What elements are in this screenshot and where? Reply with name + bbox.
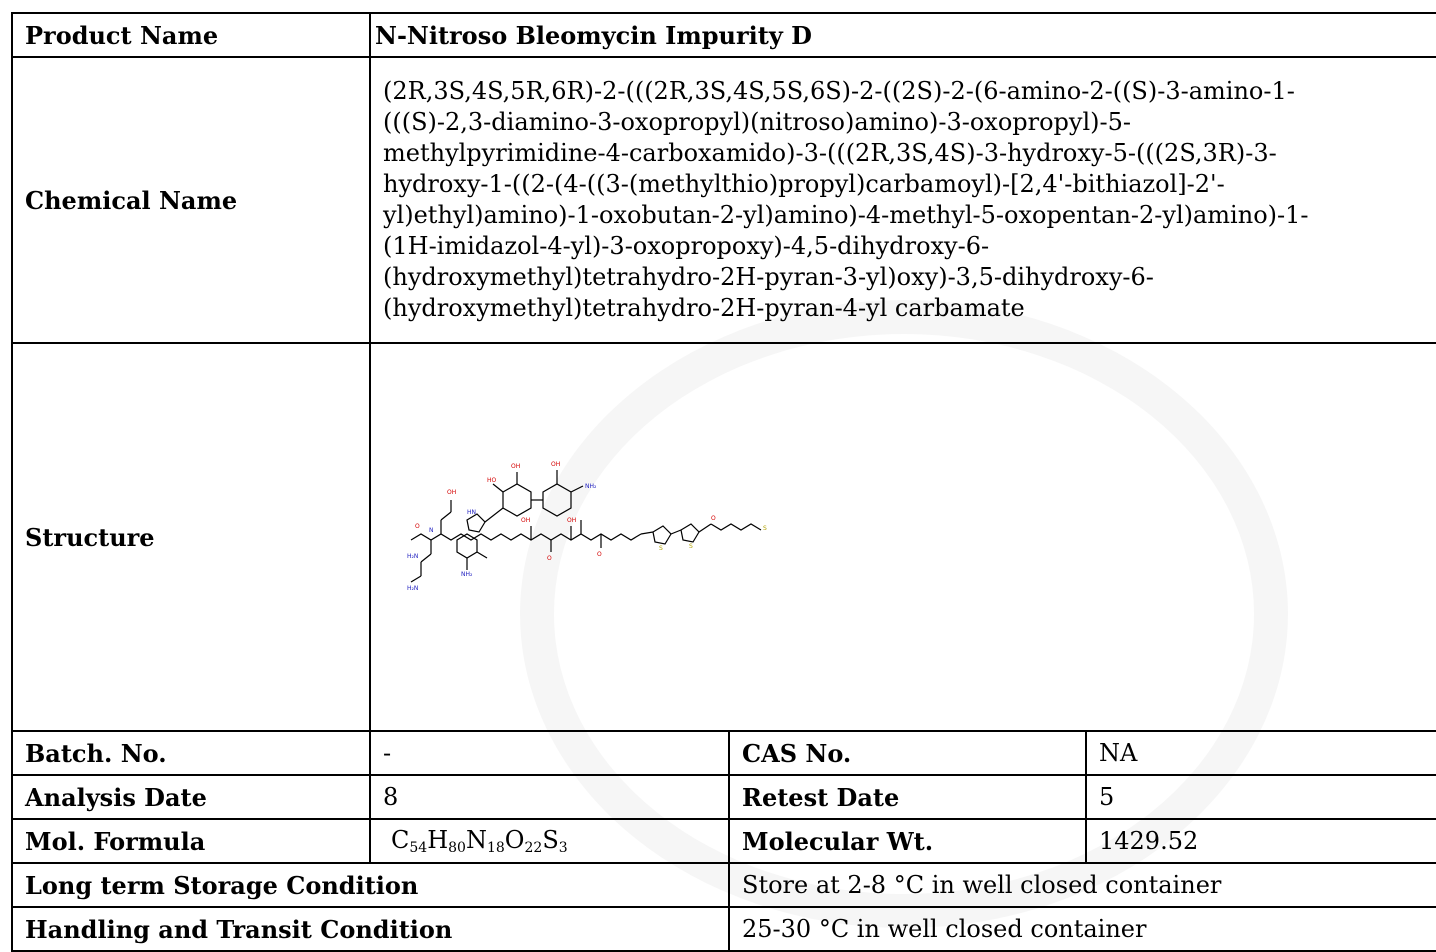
svg-text:NH₂: NH₂ (585, 483, 597, 490)
row-chemical-name: Chemical Name (2R,3S,4S,5R,6R)-2-(((2R,3… (11, 56, 1436, 344)
chemical-line: methylpyrimidine-4-carboxamido)-3-(((2R,… (383, 139, 1277, 167)
svg-text:HN: HN (467, 509, 476, 516)
retest-date-value: 5 (1084, 774, 1436, 820)
product-name-label: Product Name (11, 12, 371, 58)
svg-text:HO: HO (487, 477, 497, 484)
formula-element: S (542, 826, 559, 854)
molecule-structure-image: O N H₂N H₂N OH NH₂ OH OH HO NH₂ HN OH OH… (407, 461, 767, 592)
cas-no-value: NA (1084, 730, 1436, 776)
svg-text:S: S (763, 525, 767, 532)
mol-formula-value: C54H80N18O22S3 (369, 818, 730, 864)
svg-text:H₂N: H₂N (407, 553, 418, 560)
formula-element: C (391, 826, 410, 854)
chemical-line: hydroxy-1-((2-(4-((3-(methylthio)propyl)… (383, 170, 1225, 198)
analysis-date-value: 8 (369, 774, 730, 820)
chemical-line: (1H-imidazol-4-yl)-3-oxopropoxy)-4,5-dih… (383, 232, 990, 260)
formula-element: N (465, 826, 487, 854)
chemical-name-label: Chemical Name (11, 56, 371, 344)
chemical-line: (hydroxymethyl)tetrahydro-2H-pyran-4-yl … (383, 294, 1025, 322)
svg-text:OH: OH (567, 517, 576, 524)
structure-label: Structure (11, 342, 371, 732)
svg-text:O: O (711, 515, 716, 522)
formula-count: 80 (448, 840, 466, 856)
formula-count: 54 (409, 840, 428, 856)
svg-text:S: S (659, 545, 663, 552)
analysis-date-label: Analysis Date (11, 774, 371, 820)
svg-text:N: N (429, 527, 434, 534)
handling-condition-value: 25-30 °C in well closed container (727, 906, 1436, 952)
row-handling: Handling and Transit Condition 25-30 °C … (11, 906, 1436, 952)
svg-text:OH: OH (521, 517, 530, 524)
handling-condition-label: Handling and Transit Condition (11, 906, 730, 952)
formula-count: 18 (486, 840, 505, 856)
row-formula-weight: Mol. Formula C54H80N18O22S3 Molecular Wt… (11, 818, 1436, 864)
storage-condition-label: Long term Storage Condition (11, 862, 730, 908)
chemical-name-value: (2R,3S,4S,5R,6R)-2-(((2R,3S,4S,5S,6S)-2-… (368, 56, 1436, 344)
svg-text:OH: OH (447, 489, 456, 496)
formula-element: H (427, 826, 449, 854)
svg-text:OH: OH (511, 463, 520, 470)
svg-text:O: O (597, 551, 602, 558)
chemical-line: (((S)-2,3-diamino-3-oxopropyl)(nitroso)a… (383, 108, 1131, 136)
product-name-value: N-Nitroso Bleomycin Impurity D (368, 12, 1436, 58)
svg-text:NH₂: NH₂ (461, 571, 473, 578)
formula-element: O (504, 826, 525, 854)
product-spec-table: Product Name N-Nitroso Bleomycin Impurit… (11, 12, 1436, 952)
retest-date-label: Retest Date (728, 774, 1087, 820)
svg-text:O: O (547, 555, 552, 562)
structure-cell: O N H₂N H₂N OH NH₂ OH OH HO NH₂ HN OH OH… (368, 342, 1436, 732)
batch-no-label: Batch. No. (11, 730, 371, 776)
row-product-name: Product Name N-Nitroso Bleomycin Impurit… (11, 12, 1436, 58)
svg-text:S: S (689, 543, 693, 550)
svg-text:O: O (415, 523, 420, 530)
molecular-weight-value: 1429.52 (1084, 818, 1436, 864)
formula-count: 3 (558, 840, 568, 856)
svg-text:OH: OH (551, 461, 560, 468)
chemical-line: yl)ethyl)amino)-1-oxobutan-2-yl)amino)-4… (383, 201, 1309, 229)
chemical-line: (2R,3S,4S,5R,6R)-2-(((2R,3S,4S,5S,6S)-2-… (383, 77, 1295, 105)
row-structure: Structure (11, 342, 1436, 732)
cas-no-label: CAS No. (728, 730, 1087, 776)
chemical-line: (hydroxymethyl)tetrahydro-2H-pyran-3-yl)… (383, 263, 1154, 291)
mol-formula-label: Mol. Formula (11, 818, 371, 864)
storage-condition-value: Store at 2-8 °C in well closed container (727, 862, 1436, 908)
batch-no-value: - (369, 730, 730, 776)
row-dates: Analysis Date 8 Retest Date 5 (11, 774, 1436, 820)
formula-count: 22 (524, 840, 543, 856)
row-storage: Long term Storage Condition Store at 2-8… (11, 862, 1436, 908)
svg-text:H₂N: H₂N (407, 585, 418, 592)
row-batch-cas: Batch. No. - CAS No. NA (11, 730, 1436, 776)
molecular-weight-label: Molecular Wt. (728, 818, 1087, 864)
